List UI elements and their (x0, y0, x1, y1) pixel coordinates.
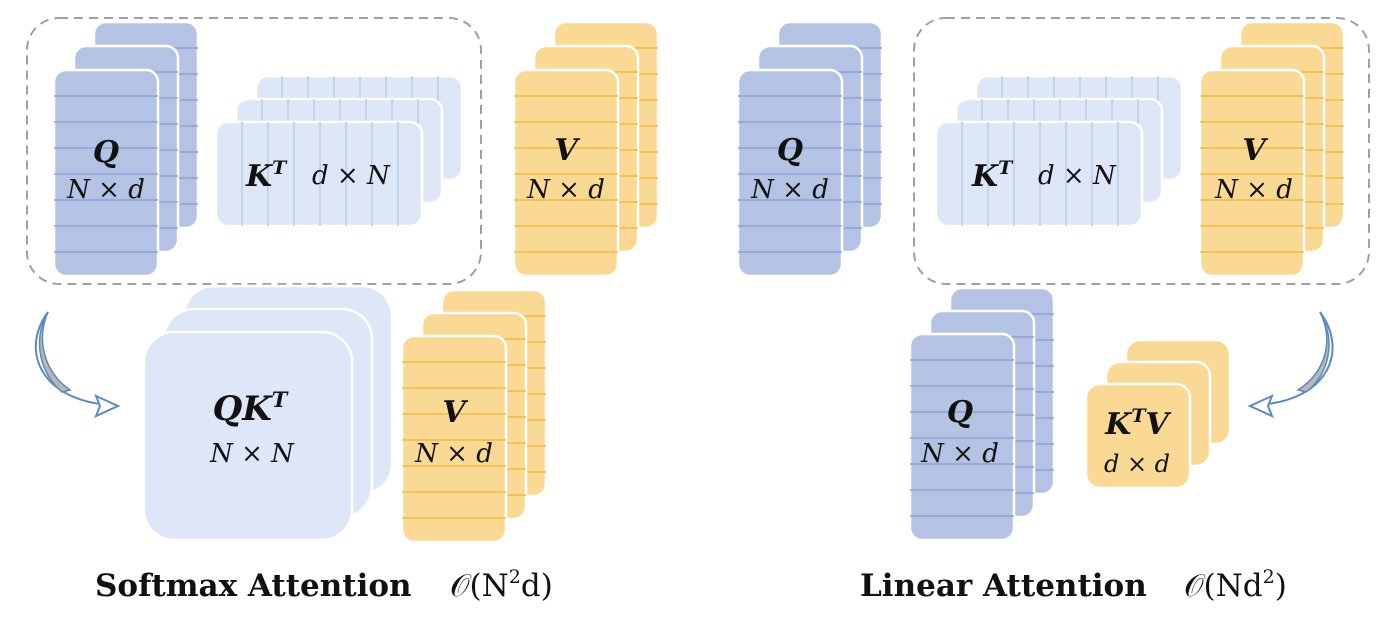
softmax-v-stack (512, 20, 660, 278)
softmax-v2-stack (400, 288, 548, 544)
softmax-v2-dim: N × d (414, 439, 493, 469)
linear-q-stack (736, 20, 884, 278)
softmax-qkt-label: QKT (213, 387, 289, 429)
linear-q-label: Q (777, 133, 803, 168)
softmax-v-label: V (554, 133, 580, 168)
linear-v-dim: N × d (1214, 175, 1293, 205)
linear-kt-label: KT (971, 157, 1014, 194)
linear-v-label: V (1242, 133, 1268, 168)
softmax-curved-arrow (34, 311, 121, 418)
linear-q2-stack (908, 286, 1056, 542)
softmax-qk-group-box (26, 17, 482, 285)
linear-q2-label: Q (947, 395, 973, 430)
softmax-kt-dim: d × N (312, 161, 391, 191)
linear-q2-dim: N × d (920, 439, 999, 469)
linear-v-stack (1198, 20, 1346, 278)
softmax-caption: Softmax Attention (95, 568, 412, 604)
linear-kv-group-box (913, 17, 1370, 285)
softmax-qkt-stack (142, 284, 394, 542)
softmax-kt-stack (214, 74, 464, 228)
linear-ktv-stack (1084, 338, 1232, 490)
linear-kt-dim: d × N (1038, 161, 1117, 191)
linear-complexity: 𝒪(Nd2) (1184, 566, 1287, 604)
softmax-v-dim: N × d (526, 175, 605, 205)
softmax-kt-label: KT (245, 157, 288, 194)
linear-ktv-label: KTV (1104, 405, 1171, 442)
linear-ktv-dim: d × d (1104, 450, 1170, 478)
softmax-v2-label: V (442, 395, 468, 430)
softmax-q-stack (52, 20, 200, 278)
linear-caption: Linear Attention (860, 568, 1147, 604)
softmax-qkt-dim: N × N (209, 439, 295, 469)
softmax-complexity: 𝒪(N2d) (450, 566, 553, 604)
softmax-q-dim: N × d (66, 175, 145, 205)
linear-curved-arrow (1247, 311, 1334, 418)
softmax-q-label: Q (93, 135, 119, 170)
linear-kt-stack (934, 74, 1184, 228)
linear-q-dim: N × d (750, 175, 829, 205)
